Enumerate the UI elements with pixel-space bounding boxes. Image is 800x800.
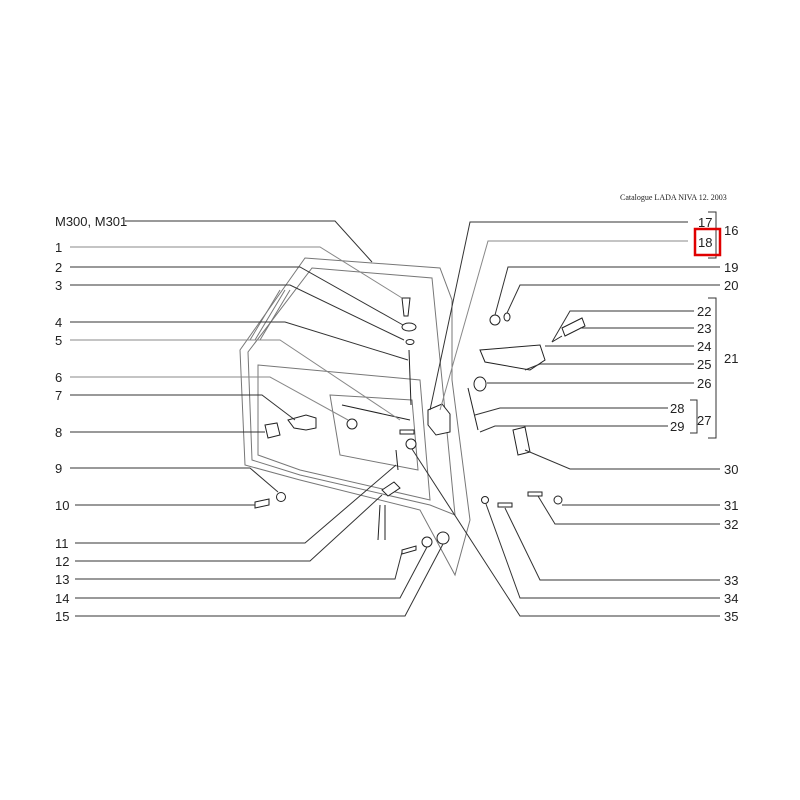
label-28: 28 [670, 401, 684, 416]
grommet-15 [436, 531, 450, 545]
label-model: M300, M301 [55, 214, 127, 229]
label-34: 34 [724, 591, 738, 606]
label-1: 1 [55, 240, 62, 255]
label-18: 18 [698, 235, 712, 250]
label-30: 30 [724, 462, 738, 477]
screw-10 [254, 498, 270, 509]
left-leaders [70, 220, 444, 617]
label-5: 5 [55, 333, 62, 348]
label-26: 26 [697, 376, 711, 391]
catalogue-header: Catalogue LADA NIVA 12. 2003 [620, 193, 727, 202]
screw-13 [401, 545, 417, 555]
label-27: 27 [697, 413, 711, 428]
washer-20 [503, 312, 511, 322]
label-15: 15 [55, 609, 69, 624]
label-24: 24 [697, 339, 711, 354]
right-leaders [411, 211, 720, 617]
washer [405, 339, 415, 345]
label-35: 35 [724, 609, 738, 624]
parts [254, 297, 586, 555]
lock-cylinder [561, 317, 586, 337]
label-4: 4 [55, 315, 62, 330]
label-12: 12 [55, 554, 69, 569]
link-rod [341, 404, 411, 421]
door-lock [427, 403, 451, 436]
label-19: 19 [724, 260, 738, 275]
highlight-box-18 [693, 227, 722, 257]
label-13: 13 [55, 572, 69, 587]
washer-34 [481, 496, 489, 504]
left-labels: M300, M301 1 2 3 4 5 6 7 8 9 10 11 12 13… [55, 214, 127, 624]
label-14: 14 [55, 591, 69, 606]
washer-31 [553, 495, 563, 505]
label-21: 21 [724, 351, 738, 366]
washer-14 [421, 536, 433, 548]
handle-bezel [264, 422, 281, 439]
wires [377, 504, 386, 541]
label-25: 25 [697, 357, 711, 372]
label-32: 32 [724, 517, 738, 532]
screw-32 [527, 491, 543, 497]
clip [399, 429, 415, 435]
label-11: 11 [55, 536, 69, 551]
screw-33 [497, 502, 513, 508]
label-23: 23 [697, 321, 711, 336]
inner-handle [287, 414, 317, 431]
lock-rod [408, 349, 412, 406]
nut-19 [489, 314, 501, 326]
plug [405, 438, 417, 450]
label-20: 20 [724, 278, 738, 293]
button-bushing [401, 322, 417, 332]
label-17: 17 [698, 215, 712, 230]
label-9: 9 [55, 461, 62, 476]
spring-clip [346, 418, 358, 430]
bushing-26 [473, 376, 487, 392]
lock-button [401, 297, 411, 317]
label-10: 10 [55, 498, 69, 513]
washer-9 [276, 492, 286, 502]
lock-actuator [381, 481, 401, 497]
door-outline [239, 257, 471, 577]
label-29: 29 [670, 419, 684, 434]
label-16: 16 [724, 223, 738, 238]
label-8: 8 [55, 425, 62, 440]
right-labels: 17 18 16 19 20 22 23 24 25 21 26 28 29 2… [670, 215, 738, 624]
lock-rod-outer [467, 387, 479, 431]
spring-22 [551, 335, 563, 343]
label-33: 33 [724, 573, 738, 588]
label-3: 3 [55, 278, 62, 293]
label-6: 6 [55, 370, 62, 385]
label-31: 31 [724, 498, 738, 513]
label-7: 7 [55, 388, 62, 403]
label-2: 2 [55, 260, 62, 275]
rod-11 [395, 449, 399, 471]
label-22: 22 [697, 304, 711, 319]
